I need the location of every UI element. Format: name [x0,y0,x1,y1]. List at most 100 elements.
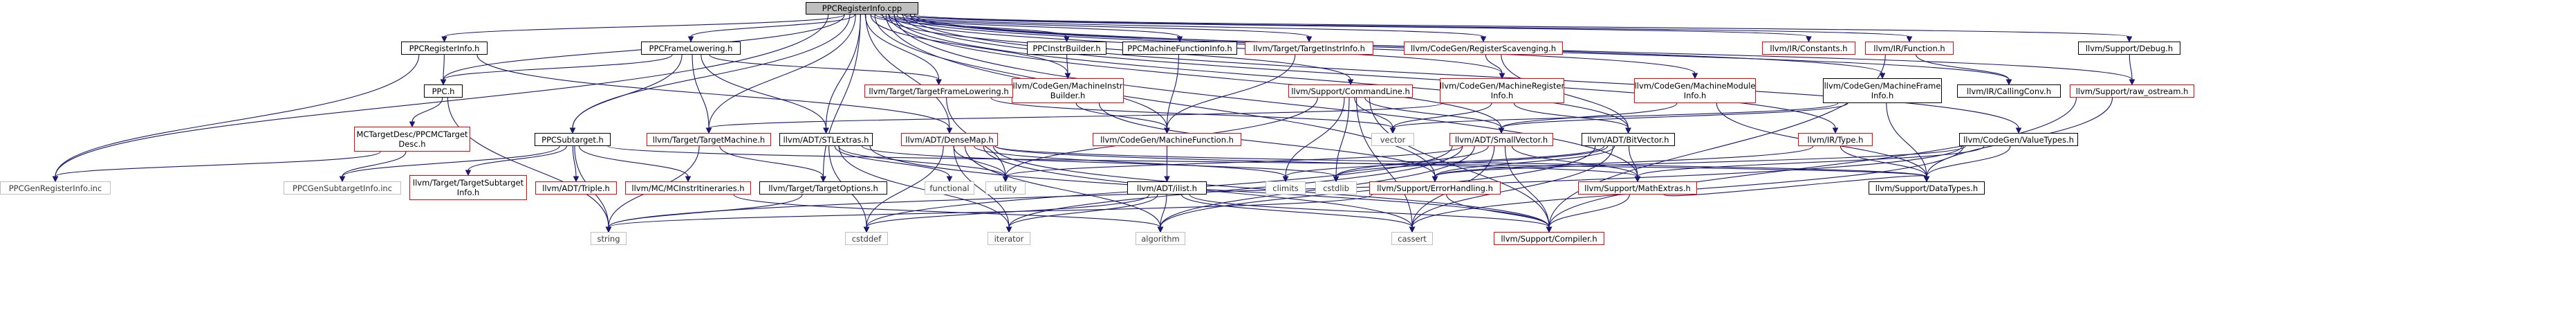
edge-root-to-valuetypes [910,14,2019,129]
node-machineregisterinfo-h[interactable]: llvm/CodeGen/MachineRegister Info.h [1440,78,1564,103]
edge-root-to-constants [901,14,1810,37]
edge-cg_mri-to-ttm [708,102,1443,129]
edge-cmdline-to-cassert [1355,97,1413,228]
edge-stlextras-to-compiler [869,145,1550,228]
node-support-debug-h[interactable]: llvm/Support/Debug.h [2078,42,2180,55]
edge-densemap-to-algorithm [964,145,1161,228]
edge-ilist-to-compiler [1189,194,1550,228]
edge-arrowhead-raw_ostream-to-compiler [1546,226,1553,233]
node-machineframeinfo-h[interactable]: llvm/CodeGen/MachineFrame Info.h [1823,78,1942,103]
edge-mathextras-to-datatypes [1663,175,1927,197]
node-commandline-h[interactable]: llvm/Support/CommandLine.h [1288,84,1413,98]
edge-arrowhead-framelowering-to-tframelow [936,79,942,86]
edge-root-to-mathextras [893,14,1638,177]
edge-root-to-cg_mf [874,14,1168,129]
edge-cg_mib-to-errorhandling [1098,102,1436,177]
edge-ppcreginfo_h-to-ppc_h [443,54,445,80]
node-mcinstritineraries-h[interactable]: llvm/MC/MCInstrItineraries.h [625,181,751,195]
node-adt-bitvector-h[interactable]: llvm/ADT/BitVector.h [1582,133,1675,146]
edge-ir_type-to-errorhandling [1434,145,1814,177]
edge-root-to-framelowering [690,14,855,37]
node-support-compiler-h[interactable]: llvm/Support/Compiler.h [1494,232,1604,245]
node-adt-triple-h[interactable]: llvm/ADT/Triple.h [535,181,617,195]
edge-arrowhead-root-to-cg_mfi [1879,73,1886,80]
node-ppcmachinefunctioninfo-h[interactable]: PPCMachineFunctionInfo.h [1122,42,1237,55]
edge-bitvector-to-climits [1285,145,1605,177]
node-machinefunction-h[interactable]: llvm/CodeGen/MachineFunction.h [1093,133,1241,146]
edge-cmdline-to-smallvector [1364,97,1502,129]
edge-bitvector-to-cassert [1411,145,1614,228]
edge-densemap-to-utility [953,145,1006,177]
edge-valuetypes-to-datatypes [1926,145,2011,177]
node-targetmachine-h[interactable]: llvm/Target/TargetMachine.h [647,133,771,146]
edge-root-to-cmdline [882,14,1351,80]
edge-arrowhead-mcitin-to-algorithm [1157,226,1164,233]
edge-arrowhead-raw_ostream-to-datatypes [1923,176,1930,183]
node-machineinstrbuilder-h[interactable]: llvm/CodeGen/MachineInstr Builder.h [1012,78,1124,103]
node-adt-densemap-h[interactable]: llvm/ADT/DenseMap.h [901,133,998,146]
node-machinemoduleinfo-h[interactable]: llvm/CodeGen/MachineModule Info.h [1634,78,1756,103]
edge-mctd-to-gensubtarget [342,151,407,177]
node-targetframelowering-h[interactable]: llvm/Target/TargetFrameLowering.h [864,84,1013,98]
node-adt-ilist-h[interactable]: llvm/ADT/ilist.h [1127,181,1207,195]
edge-cmdline-to-climits [1285,97,1345,177]
edge-stlextras-to-cstdlib [861,145,1337,177]
node-ppcregisterinfo-h[interactable]: PPCRegisterInfo.h [401,42,488,55]
node-errorhandling-h[interactable]: llvm/Support/ErrorHandling.h [1369,181,1501,195]
edge-debug-to-raw_ostream [2129,54,2133,80]
node-adt-stlextras-h[interactable]: llvm/ADT/STLExtras.h [779,133,873,146]
edge-arrowhead-smallvector-to-iterator [1006,226,1012,233]
node-ppc-h[interactable]: PPC.h [424,84,463,98]
node-mathextras-h[interactable]: llvm/Support/MathExtras.h [1578,181,1697,195]
edge-arrowhead-stlextras-to-functional [946,176,953,183]
edge-root-to-ppcreginfo_h [443,14,845,37]
edge-framelowering-to-tframelow [709,54,940,80]
node-raw-ostream-h[interactable]: llvm/Support/raw_ostream.h [2070,84,2194,98]
node-ir-callingconv-h[interactable]: llvm/IR/CallingConv.h [1957,84,2061,98]
node-ir-type-h[interactable]: llvm/IR/Type.h [1798,133,1873,146]
edge-stlextras-to-utility [838,145,1006,177]
node-targetinstrinfo-h[interactable]: llvm/Target/TargetInstrInfo.h [1245,42,1373,55]
edge-mcitin-to-algorithm [733,194,1161,228]
edge-root-to-ttm [708,14,856,129]
edge-densemap-to-climits [974,145,1286,177]
edge-root-to-ir_type [902,14,1836,129]
edge-cg_mfi-to-vector [1392,102,1839,129]
edge-arrowhead-root-to-ppcreginfo_h [441,36,447,43]
node-iterator: iterator [988,232,1030,245]
edge-instrbuilder-to-cg_mib [1066,54,1068,74]
edge-cg_mmi-to-smallvector [1501,102,1678,129]
node-targetsubtargetinfo-h[interactable]: llvm/Target/TargetSubtarget Info.h [409,175,527,200]
edge-framelowering-to-stlextras [701,54,827,129]
edge-valuetypes-to-errorhandling [1434,145,1966,177]
edge-root-to-function [905,14,1910,37]
node-ppcregisterinfo-cpp: PPCRegisterInfo.cpp [806,2,918,15]
edge-arrowhead-root-to-cg_mmi [1692,73,1698,80]
node-ppcsubtarget-h[interactable]: PPCSubtarget.h [535,133,611,146]
edge-arrowhead-smallvector-to-utility [1002,176,1009,183]
edge-arrowhead-smallvector-to-cstddef [863,226,870,233]
edge-arrowhead-root-to-ir_type [1832,127,1839,134]
edge-ilist-to-cstddef [866,194,1150,228]
edge-densemap-to-mathextras [994,145,1638,177]
edge-valuetypes-to-mathextras [1637,145,1985,177]
node-ppcframelowering-h[interactable]: PPCFrameLowering.h [641,42,741,55]
node-ir-function-h[interactable]: llvm/IR/Function.h [1865,42,1954,55]
node-targetoptions-h[interactable]: llvm/Target/TargetOptions.h [759,181,887,195]
edge-mctd-to-genreginfo [55,151,381,177]
node-ppcmctargetdesc-h[interactable]: MCTargetDesc/PPCMCTarget Desc.h [354,127,470,152]
edge-smallvector-to-utility [1005,145,1463,177]
edge-arrowhead-function-to-callingconv [2005,79,2012,86]
node-codegen-valuetypes-h[interactable]: llvm/CodeGen/ValueTypes.h [1959,133,2078,146]
node-ppcinstrbuilder-h[interactable]: PPCInstrBuilder.h [1027,42,1106,55]
edge-arrowhead-cg_mri-to-ttm [705,127,712,134]
edge-arrowhead-instrbuilder-to-cg_mib [1064,73,1071,80]
node-adt-smallvector-h[interactable]: llvm/ADT/SmallVector.h [1449,133,1553,146]
edge-errorhandling-to-compiler [1446,194,1550,228]
node-support-datatypes-h[interactable]: llvm/Support/DataTypes.h [1869,181,1985,195]
edge-regscav-to-bitvector [1501,54,1629,129]
edge-cg_mfi-to-smallvector [1501,102,1848,129]
node-ppcgensubtargetinfo-inc: PPCGenSubtargetInfo.inc [284,181,401,195]
node-ir-constants-h[interactable]: llvm/IR/Constants.h [1762,42,1855,55]
node-registerscavenging-h[interactable]: llvm/CodeGen/RegisterScavenging.h [1404,42,1563,55]
